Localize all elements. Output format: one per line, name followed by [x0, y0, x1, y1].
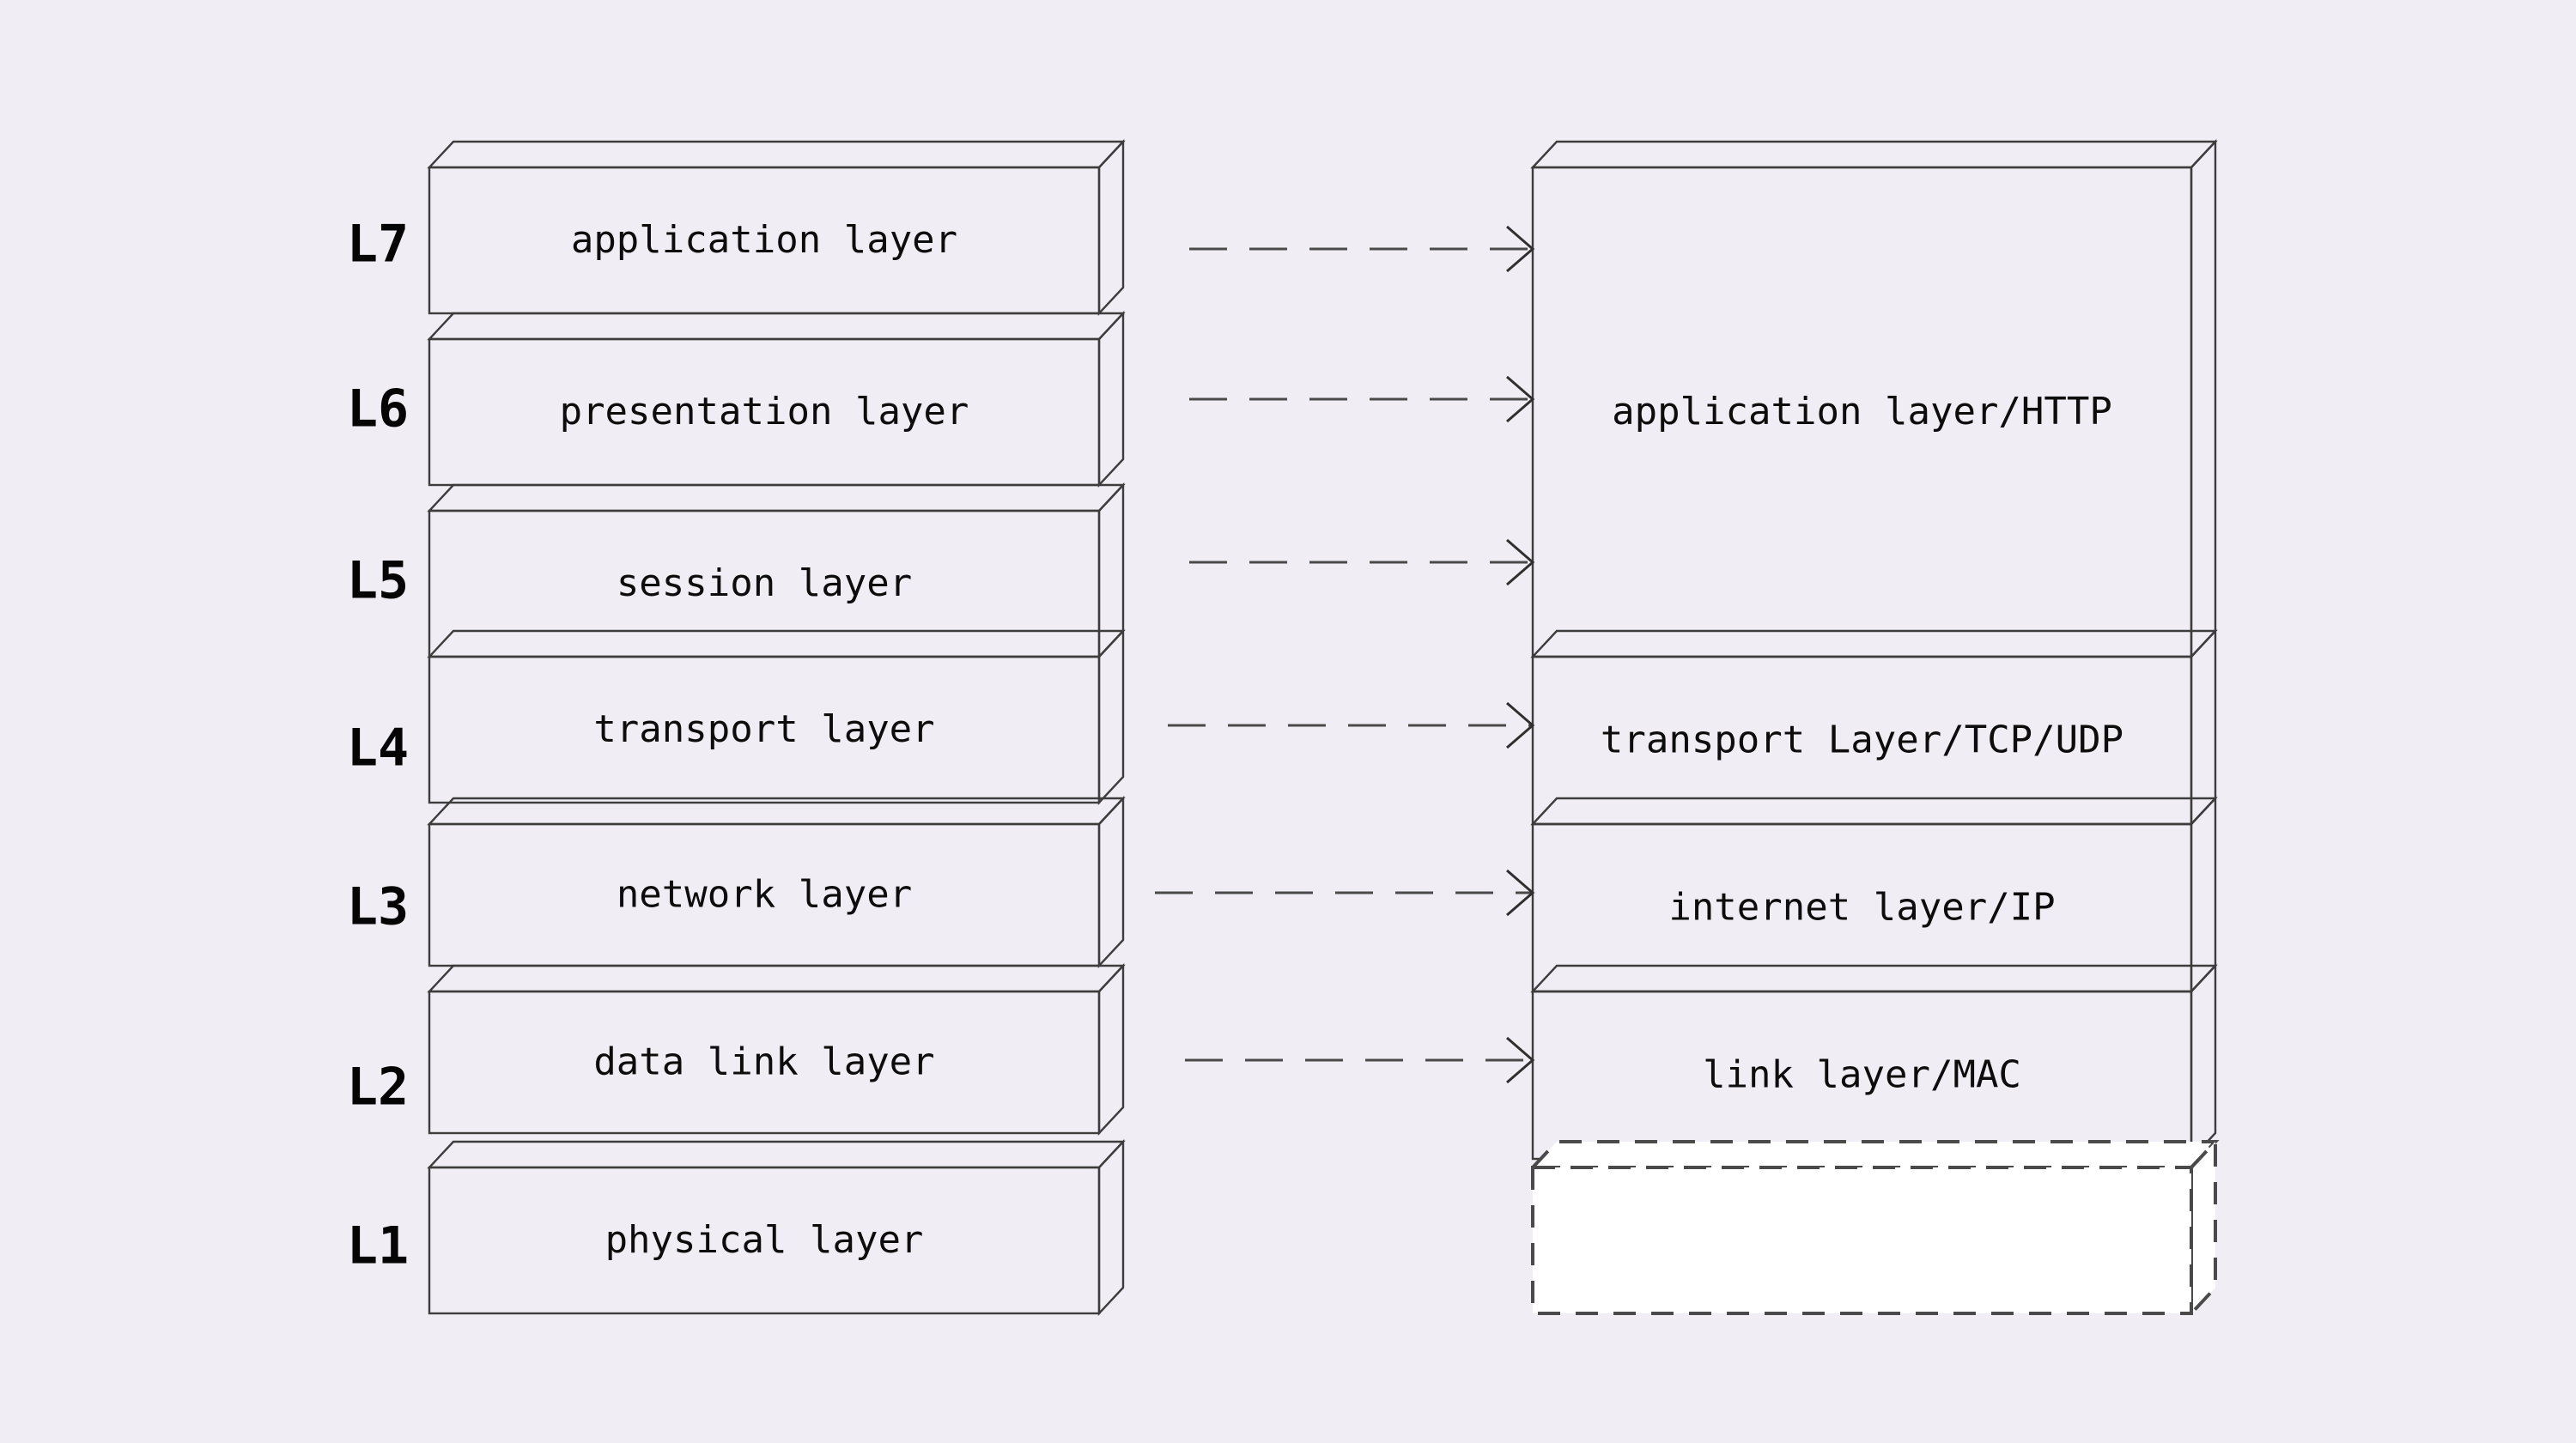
connector-conn-l4 — [1168, 701, 1535, 749]
layer-box-l6[interactable]: presentation layer — [427, 310, 1126, 488]
layer-box-tcpip-app[interactable]: application layer/HTTP — [1530, 138, 2218, 660]
level-label-l6: L6 — [347, 379, 409, 440]
level-label-l4: L4 — [347, 718, 409, 779]
layer-label-tcpip-internet: internet layer/IP — [1668, 886, 2055, 930]
level-label-l7: L7 — [347, 215, 409, 275]
osi-model-stack: application layer presentation layer sessi… — [427, 138, 1126, 1317]
level-label-l5: L5 — [347, 551, 409, 611]
layer-box-tcpip-transport[interactable]: transport Layer/TCP/UDP — [1530, 628, 2218, 828]
layer-box-l7[interactable]: application layer — [427, 138, 1126, 317]
layer-box-l2[interactable]: data link layer — [427, 962, 1126, 1137]
layer-box-tcpip-internet[interactable]: internet layer/IP — [1530, 795, 2218, 995]
layer-box-l3[interactable]: network layer — [427, 795, 1126, 969]
layer-box-l1[interactable]: physical layer — [427, 1138, 1126, 1317]
layer-box-l4[interactable]: transport layer — [427, 628, 1126, 806]
layer-label-l4: transport layer — [593, 707, 934, 751]
layer-box-tcpip-empty[interactable] — [1528, 1137, 2220, 1319]
layer-label-l7: application layer — [571, 218, 957, 262]
level-label-l1: L1 — [347, 1216, 409, 1276]
layer-box-tcpip-link[interactable]: link layer/MAC — [1530, 962, 2218, 1162]
connector-conn-l5 — [1189, 538, 1535, 586]
layer-label-tcpip-transport: transport Layer/TCP/UDP — [1601, 718, 2123, 762]
level-label-l2: L2 — [347, 1058, 409, 1118]
layer-label-tcpip-link: link layer/MAC — [1703, 1053, 2021, 1097]
layer-label-l3: network layer — [617, 873, 912, 917]
connector-conn-l3 — [1155, 869, 1535, 917]
connector-conn-l6 — [1189, 375, 1535, 423]
mapping-connectors — [1155, 225, 1535, 1084]
layer-box-l5[interactable]: session layer — [427, 482, 1126, 660]
layer-label-l6: presentation layer — [560, 390, 969, 434]
connector-conn-l2 — [1185, 1036, 1535, 1084]
layer-label-l1: physical layer — [605, 1218, 924, 1262]
layer-label-l5: session layer — [617, 561, 912, 605]
connector-conn-l7 — [1189, 225, 1535, 273]
layer-label-l2: data link layer — [593, 1040, 934, 1084]
layer-label-tcpip-app: application layer/HTTP — [1612, 390, 2112, 434]
tcpip-model-stack: application layer/HTTP transport Layer/TC… — [1528, 138, 2220, 1319]
level-label-l3: L3 — [347, 877, 409, 937]
